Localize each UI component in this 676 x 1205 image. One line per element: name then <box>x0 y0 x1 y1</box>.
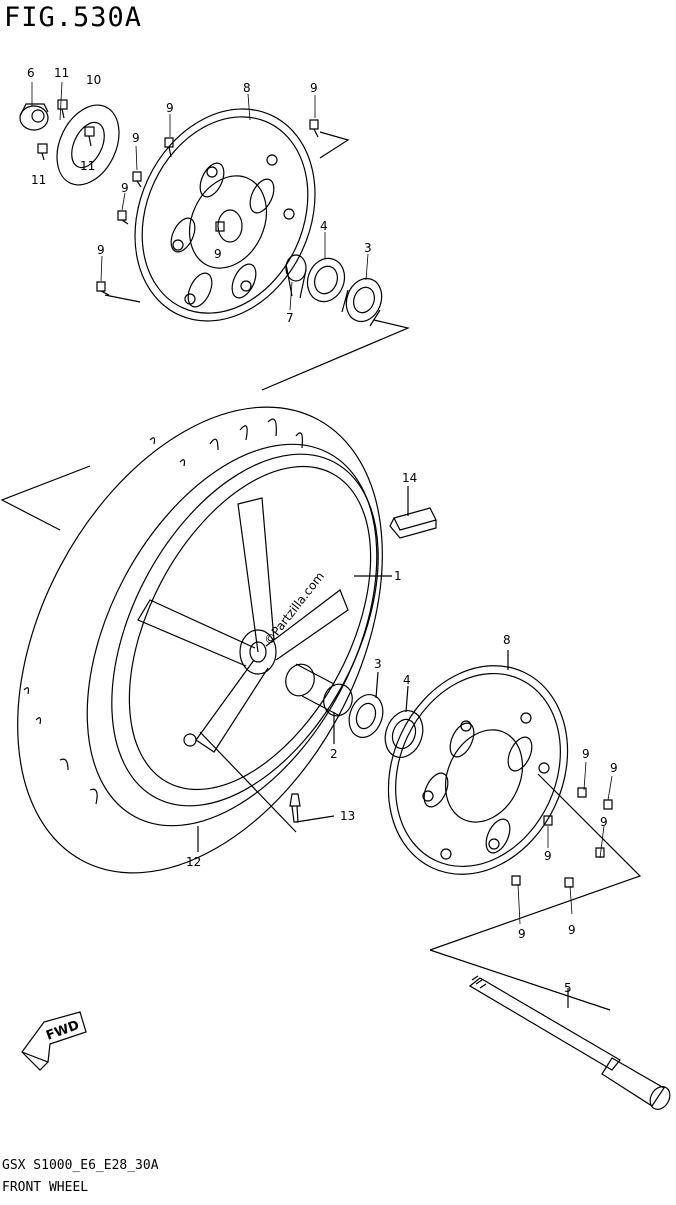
figure-title: FIG.530A <box>4 2 143 33</box>
callout-wheel: 1 <box>394 569 402 583</box>
callout-bolt-f: 9 <box>214 247 222 261</box>
disc-right-part <box>387 665 569 875</box>
spacer-small-part <box>285 254 307 299</box>
nut-part <box>19 103 49 131</box>
callout-seal-right: 4 <box>403 673 411 687</box>
callout-bolt-l: 9 <box>568 923 576 937</box>
callout-bearing-right: 3 <box>374 657 382 671</box>
disc-top-part <box>134 108 316 322</box>
wheel-part <box>111 453 379 807</box>
callout-bolt-j: 9 <box>544 849 552 863</box>
callout-disc-top: 8 <box>243 81 251 95</box>
callout-bolt-i: 9 <box>600 815 608 829</box>
callout-bolt-e: 9 <box>97 243 105 257</box>
callout-spacer-small: 7 <box>286 311 294 325</box>
seal-top-part <box>306 257 346 303</box>
bolts-right-part <box>511 787 613 888</box>
callout-sensor-plate: 10 <box>86 73 101 87</box>
model-code: GSX S1000_E6_E28_30A <box>2 1158 159 1173</box>
sensor-plate-part <box>56 104 120 186</box>
callout-seal-top: 4 <box>320 219 328 233</box>
callout-weight: 14 <box>402 471 417 485</box>
callout-bolt-k: 9 <box>518 927 526 941</box>
callout-disc-right: 8 <box>503 633 511 647</box>
callout-spacer: 2 <box>330 747 338 761</box>
callout-bearing-top: 3 <box>364 241 372 255</box>
callout-bolt-h: 9 <box>610 761 618 775</box>
weight-part <box>389 507 437 539</box>
callout-screw-b: 11 <box>80 159 95 173</box>
callout-bolt-g: 9 <box>582 747 590 761</box>
callout-bolt-a: 9 <box>166 101 174 115</box>
bearing-right-part <box>348 694 384 738</box>
callout-nut: 6 <box>27 66 35 80</box>
callout-bolt-b: 9 <box>310 81 318 95</box>
callout-bolt-d: 9 <box>121 181 129 195</box>
callout-axle: 5 <box>564 981 572 995</box>
callout-bolt-c: 9 <box>132 131 140 145</box>
tire-part <box>17 406 383 874</box>
screw-part <box>37 99 95 161</box>
callout-screw-a: 11 <box>54 66 69 80</box>
callout-screw-c: 11 <box>31 173 46 187</box>
fwd-arrow-icon: FWD <box>21 1011 87 1071</box>
figure-caption: FRONT WHEEL <box>2 1180 89 1195</box>
callout-valve: 13 <box>340 809 355 823</box>
bearing-top-part <box>341 277 383 327</box>
callout-tire: 12 <box>186 855 201 869</box>
bolts-top-part <box>96 119 319 296</box>
spacer-part <box>285 663 353 717</box>
axle-part <box>468 975 671 1110</box>
valve-part <box>289 793 301 823</box>
